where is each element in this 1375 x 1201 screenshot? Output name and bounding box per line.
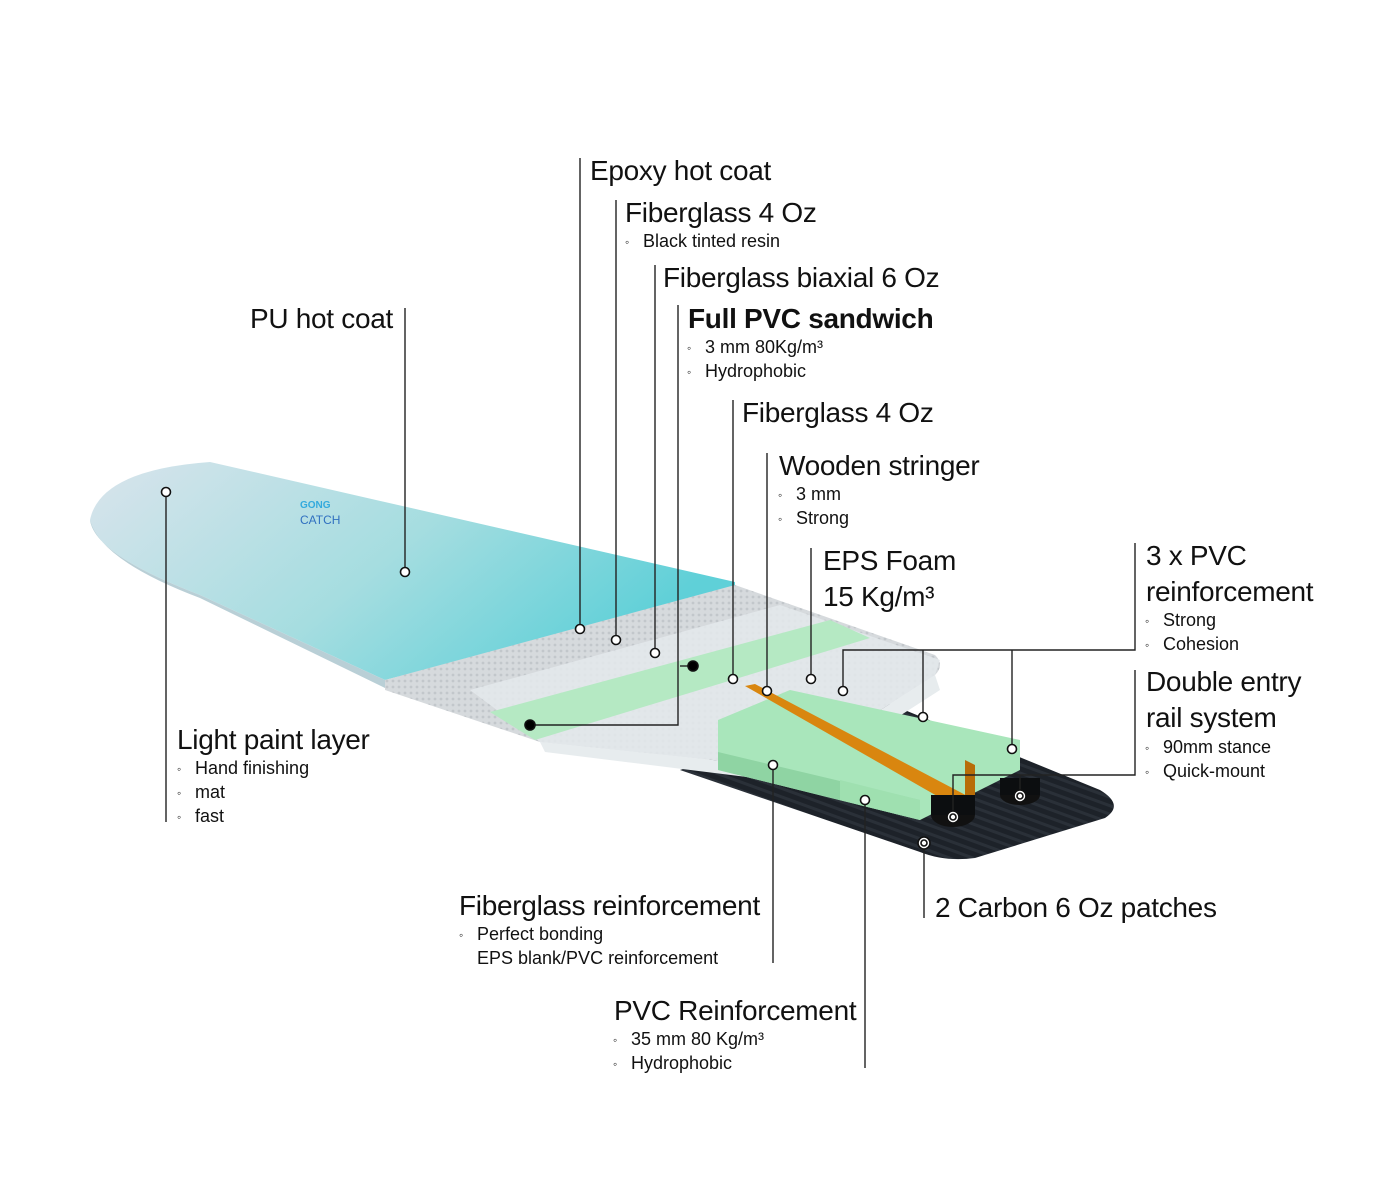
- label-wooden-stringer: Wooden stringer: [779, 450, 980, 481]
- label-wooden-stringer-item: ◦Strong: [778, 508, 850, 528]
- pvc-stripe: [490, 620, 870, 740]
- label-double-entry-item: ◦Quick-mount: [1145, 761, 1266, 781]
- label-full-pvc-sandwich: Full PVC sandwich: [688, 303, 934, 334]
- label-fiberglass-4oz-top: Fiberglass 4 Oz: [625, 197, 817, 228]
- label-full-pvc-sandwich-item: ◦3 mm 80Kg/m³: [687, 337, 824, 357]
- label-light-paint-item: ◦mat: [177, 782, 226, 802]
- svg-text:GONG: GONG: [300, 500, 331, 511]
- label-pvc-reinforcement-item: ◦Hydrophobic: [613, 1053, 733, 1073]
- board-logo: GONG CATCH: [300, 500, 340, 527]
- label-fiberglass-4oz-mid: Fiberglass 4 Oz: [742, 397, 934, 428]
- label-light-paint-item: ◦fast: [177, 806, 225, 826]
- label-pvc-reinforcement: PVC Reinforcement: [614, 995, 857, 1026]
- label-light-paint-item: ◦Hand finishing: [177, 758, 310, 778]
- leader-lines: [165, 158, 1136, 1068]
- label-light-paint-layer: Light paint layer: [177, 724, 370, 755]
- label-pu-hot-coat: PU hot coat: [249, 303, 393, 334]
- label-3x-pvc-item: ◦Strong: [1145, 610, 1217, 630]
- label-carbon-patches: 2 Carbon 6 Oz patches: [935, 892, 1217, 923]
- label-wooden-stringer-item: ◦3 mm: [778, 484, 841, 504]
- label-fiberglass-biaxial: Fiberglass biaxial 6 Oz: [663, 262, 940, 293]
- label-fiberglass-4oz-top-item: ◦Black tinted resin: [625, 231, 781, 251]
- board-deck: [90, 462, 735, 680]
- svg-text:CATCH: CATCH: [300, 513, 340, 527]
- label-double-entry-item: ◦90mm stance: [1145, 737, 1272, 757]
- label-fiberglass-reinforcement-item: EPS blank/PVC reinforcement: [477, 948, 719, 968]
- label-full-pvc-sandwich-item: ◦Hydrophobic: [687, 361, 807, 381]
- label-pvc-reinforcement-item: ◦35 mm 80 Kg/m³: [613, 1029, 765, 1049]
- marker-dots: [160, 486, 1027, 850]
- label-fiberglass-reinforcement-item: ◦Perfect bonding: [459, 924, 604, 944]
- label-3x-pvc-item: ◦Cohesion: [1145, 634, 1240, 654]
- wooden-stringer: [745, 684, 975, 812]
- label-epoxy-hot-coat: Epoxy hot coat: [590, 155, 772, 186]
- label-fiberglass-reinforcement: Fiberglass reinforcement: [459, 890, 760, 921]
